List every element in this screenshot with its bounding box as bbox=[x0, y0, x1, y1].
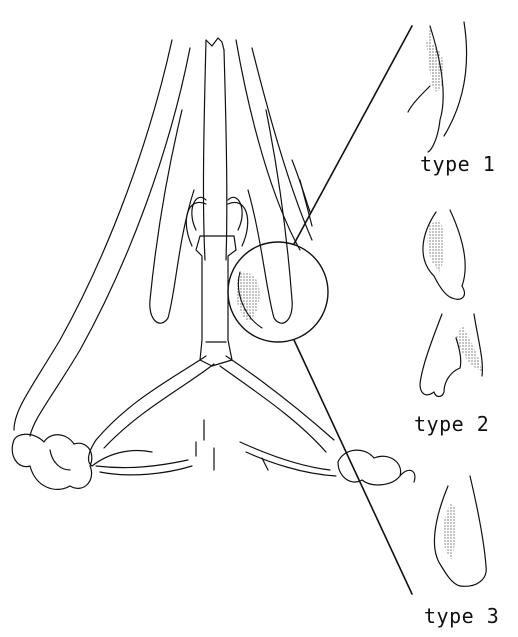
type1-label: type 1 bbox=[420, 152, 495, 176]
type3-detail bbox=[434, 476, 486, 586]
type3-label: type 3 bbox=[424, 604, 499, 628]
ray-upper bbox=[294, 26, 412, 244]
skull-outline bbox=[12, 38, 415, 489]
type2-detail-lower bbox=[420, 314, 482, 397]
type2-label: type 2 bbox=[414, 412, 489, 436]
type1-detail bbox=[408, 22, 467, 152]
type2-detail-upper bbox=[423, 210, 465, 299]
